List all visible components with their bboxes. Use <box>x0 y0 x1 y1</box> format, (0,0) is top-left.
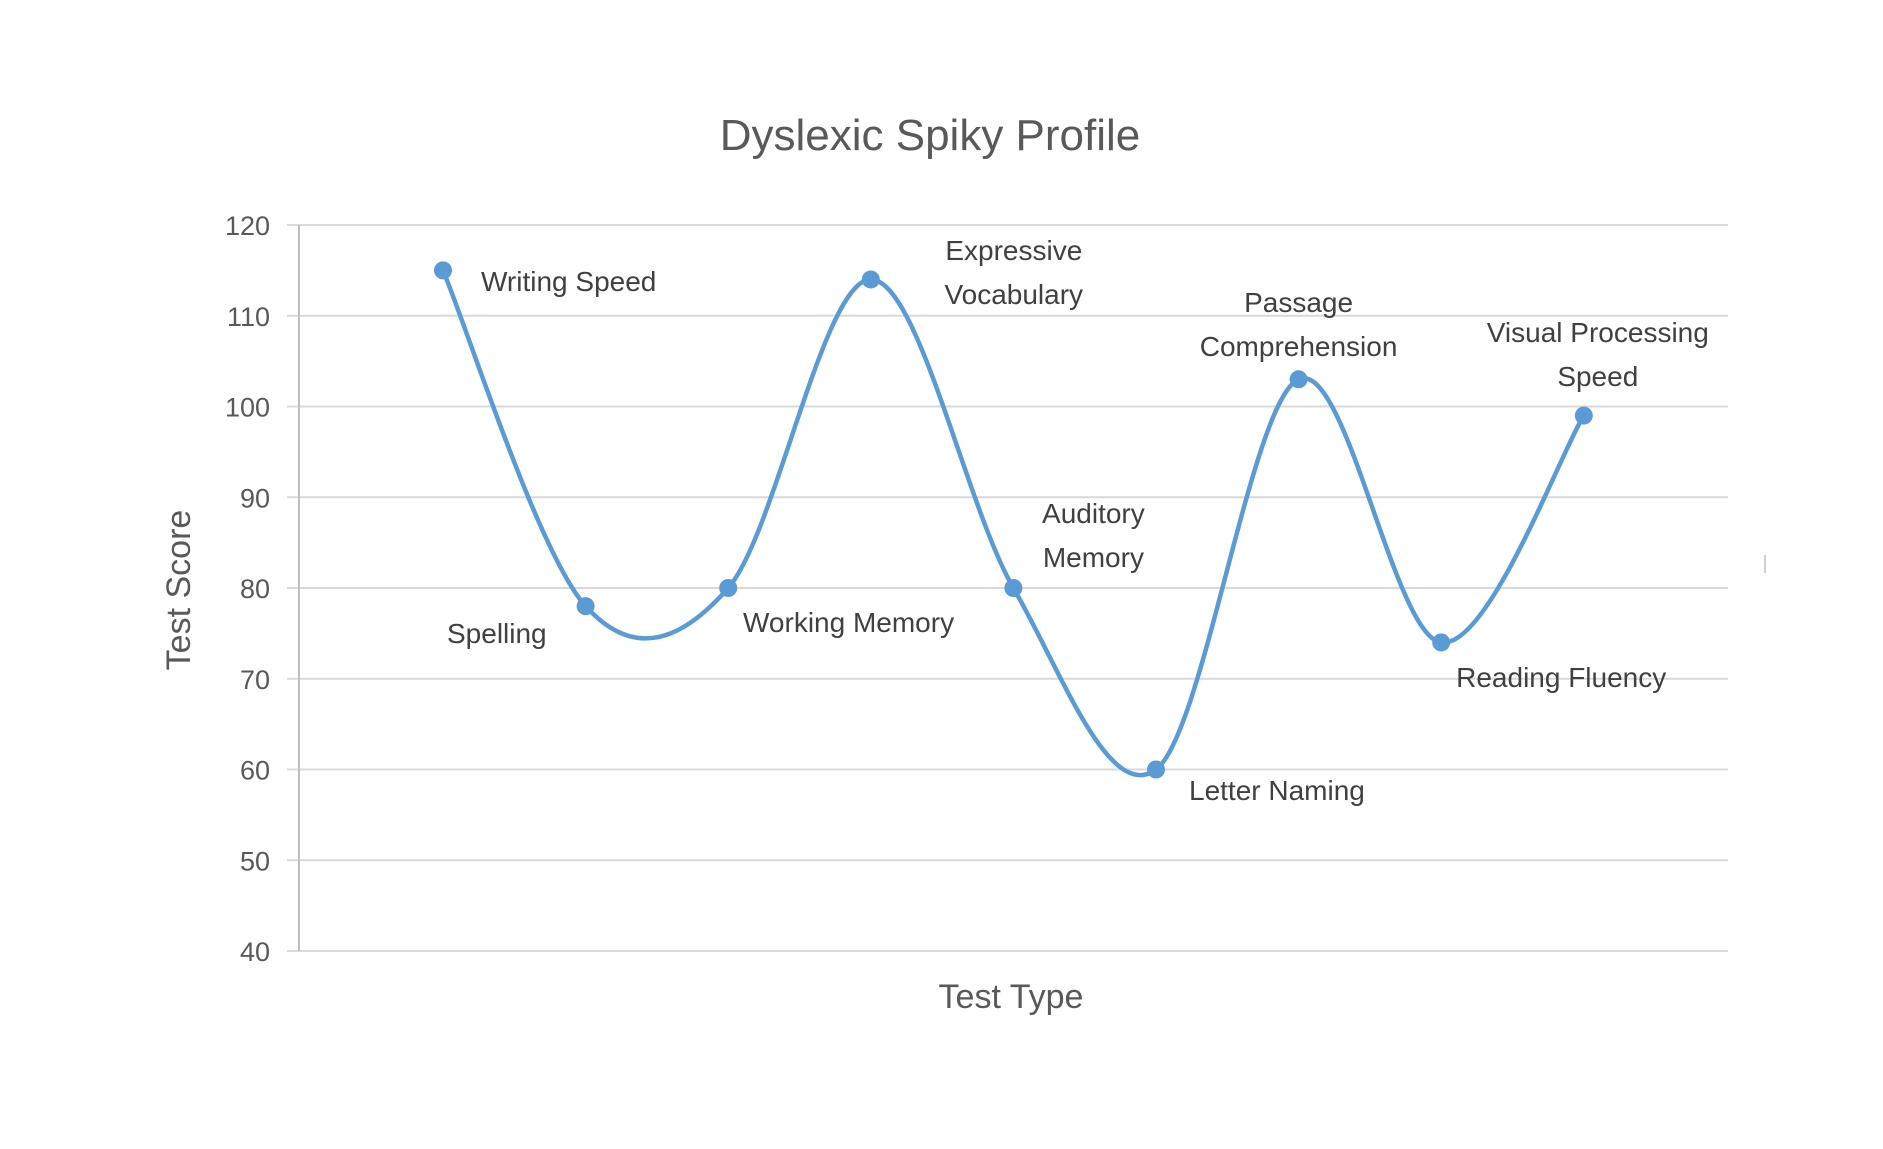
y-tick-label: 70 <box>240 665 270 695</box>
data-label: Letter Naming <box>1189 775 1365 806</box>
y-tick-label: 110 <box>227 302 270 332</box>
y-axis-title: Test Score <box>160 510 198 671</box>
data-point-marker <box>576 597 595 616</box>
y-tick-label: 50 <box>240 846 270 876</box>
y-tick-label: 100 <box>225 393 270 423</box>
stray-mark <box>1764 555 1766 573</box>
y-tick-label: 80 <box>240 574 270 604</box>
data-point-marker <box>861 270 880 289</box>
data-label-line: Comprehension <box>1200 331 1398 362</box>
data-label-line: Auditory <box>1042 498 1145 529</box>
y-axis-tick-labels: 40 50 60 70 80 90 100 110 120 <box>225 211 270 967</box>
data-point-marker <box>1289 370 1308 389</box>
y-tick-label: 90 <box>240 483 270 513</box>
y-tick-label: 40 <box>240 937 270 967</box>
data-point-marker <box>1147 760 1165 779</box>
data-label-line: Speed <box>1557 361 1638 392</box>
series-line-test-score <box>440 268 1587 778</box>
data-label: Reading Fluency <box>1456 662 1666 693</box>
data-label-line: Passage <box>1244 287 1353 318</box>
data-label-line: Visual Processing <box>1487 317 1709 348</box>
data-label: Writing Speed <box>481 266 656 297</box>
chart-title: Dyslexic Spiky Profile <box>720 111 1141 160</box>
data-label-line: Reading Fluency <box>1456 662 1666 693</box>
data-label: Spelling <box>447 618 547 649</box>
data-label-line: Expressive <box>945 235 1082 266</box>
data-label-line: Vocabulary <box>945 279 1084 310</box>
data-label-line: Letter Naming <box>1189 775 1365 806</box>
data-label: Working Memory <box>743 607 954 638</box>
data-label-line: Writing Speed <box>481 266 656 297</box>
data-point-marker <box>1574 406 1593 425</box>
data-point-marker <box>434 261 452 280</box>
data-point-marker <box>719 579 738 597</box>
data-point-marker <box>1432 633 1451 652</box>
data-point-marker <box>1004 579 1023 597</box>
x-axis-title: Test Type <box>939 978 1084 1016</box>
data-label-line: Spelling <box>447 618 547 649</box>
data-label-line: Working Memory <box>743 607 954 638</box>
data-point-markers <box>434 261 1593 779</box>
y-tick-label: 60 <box>240 756 270 786</box>
y-tick-label: 120 <box>225 211 270 241</box>
data-label-line: Memory <box>1043 542 1144 573</box>
